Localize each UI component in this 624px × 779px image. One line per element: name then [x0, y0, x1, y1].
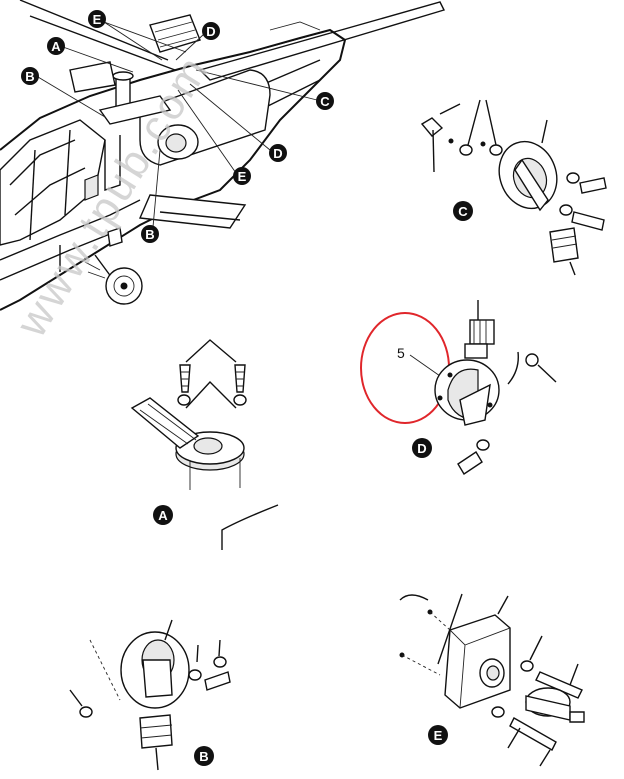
callout-badge-e-top: E [88, 10, 106, 28]
svg-text:E: E [238, 169, 247, 184]
svg-text:A: A [51, 39, 61, 54]
break-line [221, 504, 279, 550]
svg-text:B: B [199, 749, 208, 764]
svg-text:D: D [417, 441, 426, 456]
detail-view-c: C [420, 99, 607, 276]
svg-text:D: D [206, 24, 215, 39]
svg-text:B: B [145, 227, 154, 242]
callout-leaders [37, 21, 318, 228]
detail-view-b: B [69, 619, 231, 771]
svg-text:E: E [434, 728, 443, 743]
callout-badge-c: C [316, 92, 334, 110]
svg-text:E: E [93, 12, 102, 27]
detail-view-d: 5 D [360, 300, 557, 475]
callout-badge-d-top: D [202, 22, 220, 40]
helicopter-overview [0, 0, 445, 311]
highlight-circle [360, 312, 450, 424]
svg-text:D: D [273, 146, 282, 161]
detail-view-a: A [130, 339, 247, 525]
svg-text:C: C [458, 204, 468, 219]
item-number-label: 5 [397, 345, 405, 361]
svg-text:A: A [158, 508, 168, 523]
callout-badge-e-lower: E [233, 167, 251, 185]
callout-badge-b: B [21, 67, 39, 85]
detail-view-e: E [399, 593, 585, 767]
callout-badge-a: A [47, 37, 65, 55]
callout-badge-b-lower: B [141, 225, 159, 243]
svg-text:B: B [25, 69, 34, 84]
callout-badge-d-lower: D [269, 144, 287, 162]
svg-text:C: C [320, 94, 330, 109]
